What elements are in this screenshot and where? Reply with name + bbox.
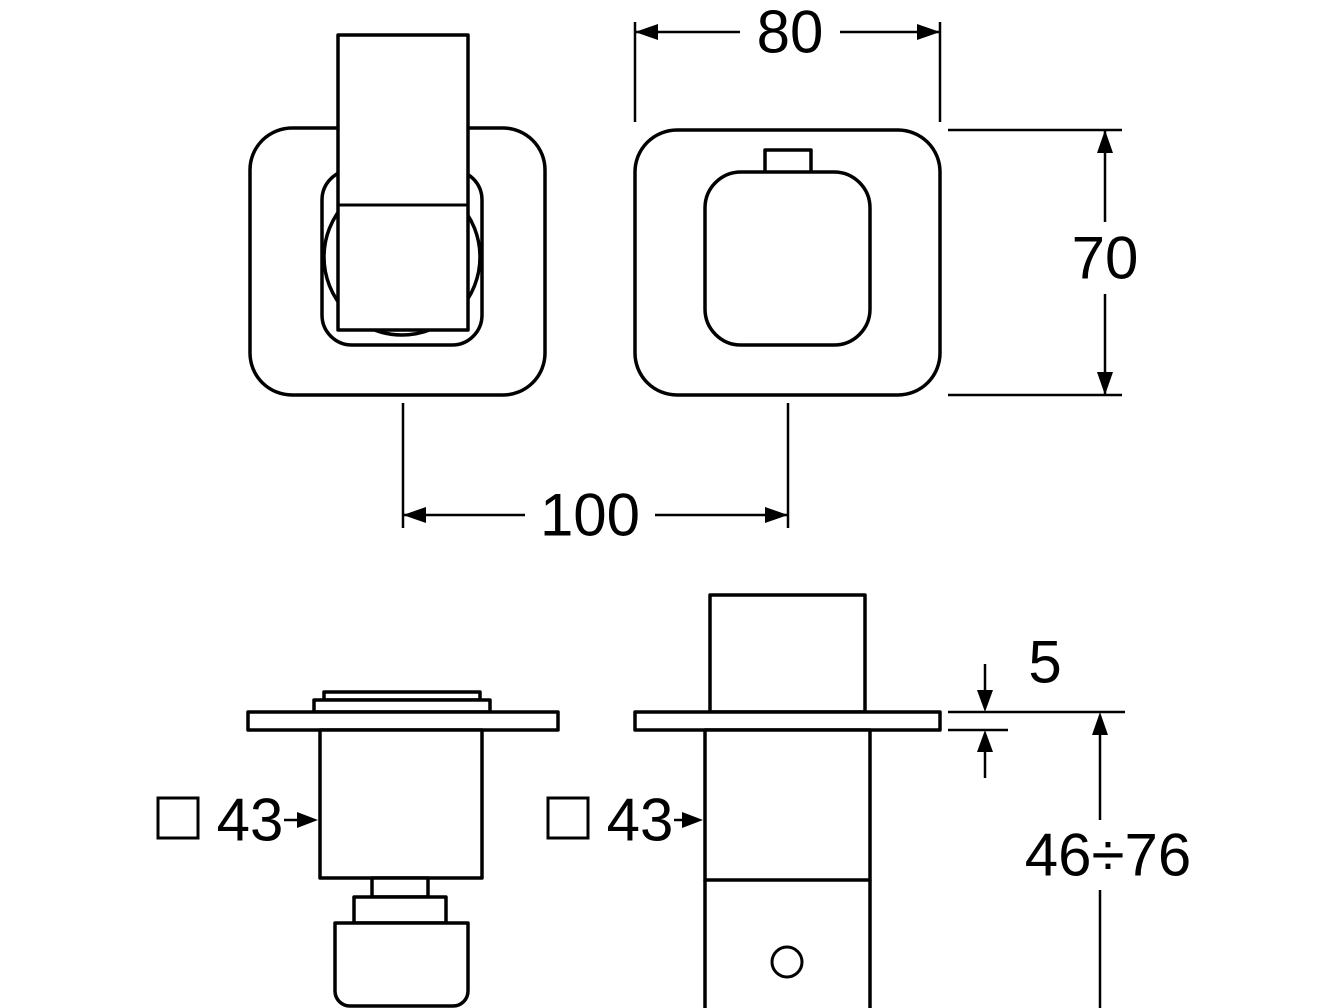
lever-collar — [352, 895, 448, 925]
arrow-right-icon — [682, 812, 703, 828]
front-view-knob-trim — [633, 128, 942, 397]
arrow-up-icon — [977, 730, 993, 752]
side-view-knob-trim — [633, 593, 942, 1008]
arrow-right-icon — [297, 812, 318, 828]
plate-width-label: 80 — [757, 0, 824, 66]
lever-handle-bar — [336, 33, 470, 332]
arrow-right-icon — [917, 24, 940, 40]
plate-thickness-label: 5 — [1028, 629, 1061, 696]
knob-stem-side — [708, 593, 867, 714]
lever-neck — [370, 876, 430, 899]
knob-body — [703, 170, 872, 347]
lever-plate-side — [246, 710, 560, 732]
plate-height-label: 70 — [1072, 225, 1139, 292]
dimension-center-distance: 100 — [401, 403, 790, 549]
lever-cap-step-lower — [312, 698, 492, 714]
set-screw-hole — [770, 945, 804, 979]
arrow-left-icon — [403, 507, 426, 523]
lever-end-knob — [333, 921, 470, 1008]
dimension-left-body-size: 43 — [156, 787, 318, 854]
arrow-up-icon — [1092, 712, 1108, 735]
arrow-down-icon — [1097, 372, 1113, 395]
arrow-left-icon — [635, 24, 658, 40]
square-section-icon — [156, 796, 200, 840]
dimension-plate-width: 80 — [633, 0, 942, 122]
front-view-lever-trim — [248, 33, 547, 397]
arrow-up-icon — [1097, 130, 1113, 153]
right-body-size-label: 43 — [607, 787, 674, 854]
arrow-down-icon — [977, 690, 993, 712]
center-distance-label: 100 — [540, 482, 640, 549]
arrow-right-icon — [765, 507, 788, 523]
knob-body-side — [703, 728, 872, 882]
knob-lower-housing — [703, 880, 872, 1008]
square-section-icon — [546, 796, 590, 840]
knob-plate-side — [633, 710, 942, 732]
dimension-right-body-size: 43 — [546, 787, 703, 854]
dimension-depth-range: 46÷76 — [1025, 712, 1191, 1008]
depth-range-label: 46÷76 — [1025, 822, 1191, 889]
lever-body-side — [318, 728, 484, 880]
dimension-plate-thickness: 5 — [948, 629, 1125, 778]
side-view-lever-trim — [246, 690, 560, 1008]
dimension-plate-height: 70 — [948, 128, 1139, 397]
left-body-size-label: 43 — [217, 787, 284, 854]
